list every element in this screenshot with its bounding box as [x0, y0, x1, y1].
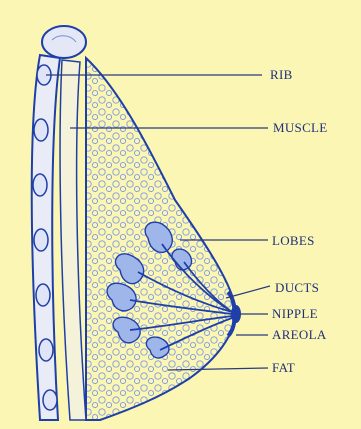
muscle-layer	[60, 60, 86, 420]
label-lobes: LOBES	[272, 233, 315, 249]
label-rib: RIB	[270, 67, 293, 83]
label-areola: AREOLA	[272, 327, 327, 343]
label-muscle: MUSCLE	[273, 120, 328, 136]
label-nipple: NIPPLE	[272, 306, 318, 322]
nipple	[231, 305, 241, 323]
label-ducts: DUCTS	[275, 280, 319, 296]
top-rib	[42, 26, 86, 58]
label-fat: FAT	[272, 360, 295, 376]
